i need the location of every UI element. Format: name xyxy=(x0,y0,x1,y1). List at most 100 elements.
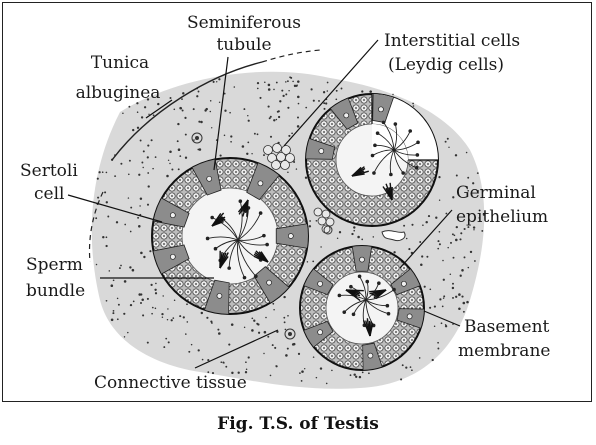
stipple-dot xyxy=(312,99,315,102)
stipple-dot xyxy=(449,273,452,275)
sertoli-nucleus xyxy=(169,253,176,260)
stipple-dot xyxy=(241,145,245,148)
stipple-dot xyxy=(326,81,329,84)
stipple-dot xyxy=(210,320,213,323)
sperm-tail xyxy=(393,149,404,174)
capillary-shape xyxy=(381,230,406,241)
stipple-dot xyxy=(438,199,441,201)
stipple-dot xyxy=(467,176,470,179)
stipple-dot xyxy=(136,126,140,129)
stipple-dot xyxy=(472,182,475,185)
stipple-dot xyxy=(449,241,453,244)
stipple-dot xyxy=(293,161,296,163)
label-germinal: Germinal xyxy=(456,183,536,203)
sperm-tail xyxy=(207,236,239,241)
stipple-dot xyxy=(162,295,164,297)
stipple-dot xyxy=(438,230,441,233)
stipple-dot xyxy=(141,298,144,302)
sperm-head xyxy=(205,236,210,241)
stipple-dot xyxy=(136,111,139,113)
stipple-dot xyxy=(256,81,260,85)
sertoli-nucleus xyxy=(359,256,365,263)
sertoli-nucleus xyxy=(378,106,384,113)
sperm-tail xyxy=(237,201,243,241)
stipple-dot xyxy=(318,99,320,102)
stipple-dot xyxy=(177,148,181,151)
stipple-dot xyxy=(462,310,465,313)
stipple-dot xyxy=(129,266,132,269)
stipple-dot xyxy=(442,259,444,262)
stipple-dot xyxy=(246,152,249,155)
stipple-dot xyxy=(275,81,278,84)
label-epithelium: epithelium xyxy=(456,207,548,227)
stipple-dot xyxy=(198,148,202,151)
stipple-dot xyxy=(263,154,265,157)
sperm-bundle-tuft xyxy=(345,289,361,302)
sertoli-nucleus xyxy=(367,352,374,359)
sertoli-nucleus xyxy=(317,329,323,336)
sperm-tail xyxy=(389,149,395,175)
stipple-dot xyxy=(285,81,287,83)
stipple-dot xyxy=(150,139,153,142)
stipple-dot xyxy=(443,295,446,298)
stipple-dot xyxy=(427,215,431,218)
stipple-dot xyxy=(273,88,275,91)
sperm-head xyxy=(373,143,377,148)
stipple-dot xyxy=(112,312,115,315)
sperm-head xyxy=(393,122,398,126)
stipple-dot xyxy=(446,137,449,140)
label-membrane: membrane xyxy=(458,341,550,361)
stipple-dot xyxy=(108,270,111,272)
stipple-dot xyxy=(237,371,240,374)
stipple-dot xyxy=(251,329,254,332)
stipple-dot xyxy=(143,106,147,109)
stipple-dot xyxy=(115,221,119,224)
sperm-tail xyxy=(393,149,418,156)
stipple-dot xyxy=(460,232,463,235)
stipple-dot xyxy=(285,93,288,96)
stipple-dot xyxy=(128,159,131,162)
tunica-albuginea-line xyxy=(111,61,263,161)
stipple-dot xyxy=(184,133,187,136)
sperm-tail xyxy=(211,217,239,241)
stipple-dot xyxy=(151,306,154,309)
sertoli-nucleus xyxy=(343,112,350,119)
figure-caption: Fig. T.S. of Testis xyxy=(217,414,379,434)
sertoli-nucleus xyxy=(169,212,176,219)
leader-lines xyxy=(67,39,461,369)
sperm-head xyxy=(401,171,405,175)
stipple-dot xyxy=(405,237,408,240)
stipple-dot xyxy=(138,293,141,296)
stipple-dot xyxy=(188,350,191,353)
stipple-dot xyxy=(251,153,253,155)
stipple-dot xyxy=(368,372,370,375)
sperm-bundle-tuft xyxy=(351,173,365,177)
stipple-dot xyxy=(273,309,275,311)
stipple-dot xyxy=(442,297,445,299)
sperm-bundle-tuft xyxy=(211,220,224,227)
stipple-dot xyxy=(245,368,248,371)
stipple-dot xyxy=(211,127,213,129)
stipple-dot xyxy=(268,117,271,120)
stipple-dot xyxy=(304,176,308,179)
stipple-dot xyxy=(102,236,105,239)
stipple-dot xyxy=(312,356,315,358)
stipple-dot xyxy=(124,223,127,226)
seminiferous-tubule-1 xyxy=(151,157,309,315)
stipple-dot xyxy=(422,224,424,226)
stipple-dot xyxy=(220,361,223,364)
stipple-dot xyxy=(425,220,428,224)
stipple-dot xyxy=(247,141,250,144)
stipple-dot xyxy=(136,102,139,105)
stipple-dot xyxy=(95,263,98,266)
stipple-dot xyxy=(243,108,246,111)
stipple-dot xyxy=(132,300,135,303)
stipple-dot xyxy=(151,312,153,315)
stipple-dot xyxy=(466,300,469,304)
stipple-dot xyxy=(225,365,228,368)
sperm-bundle-tuft xyxy=(237,199,249,213)
stipple-dot xyxy=(247,114,249,117)
stipple-dot xyxy=(287,171,289,173)
stipple-dot xyxy=(123,280,127,283)
sertoli-nucleus xyxy=(401,280,407,287)
